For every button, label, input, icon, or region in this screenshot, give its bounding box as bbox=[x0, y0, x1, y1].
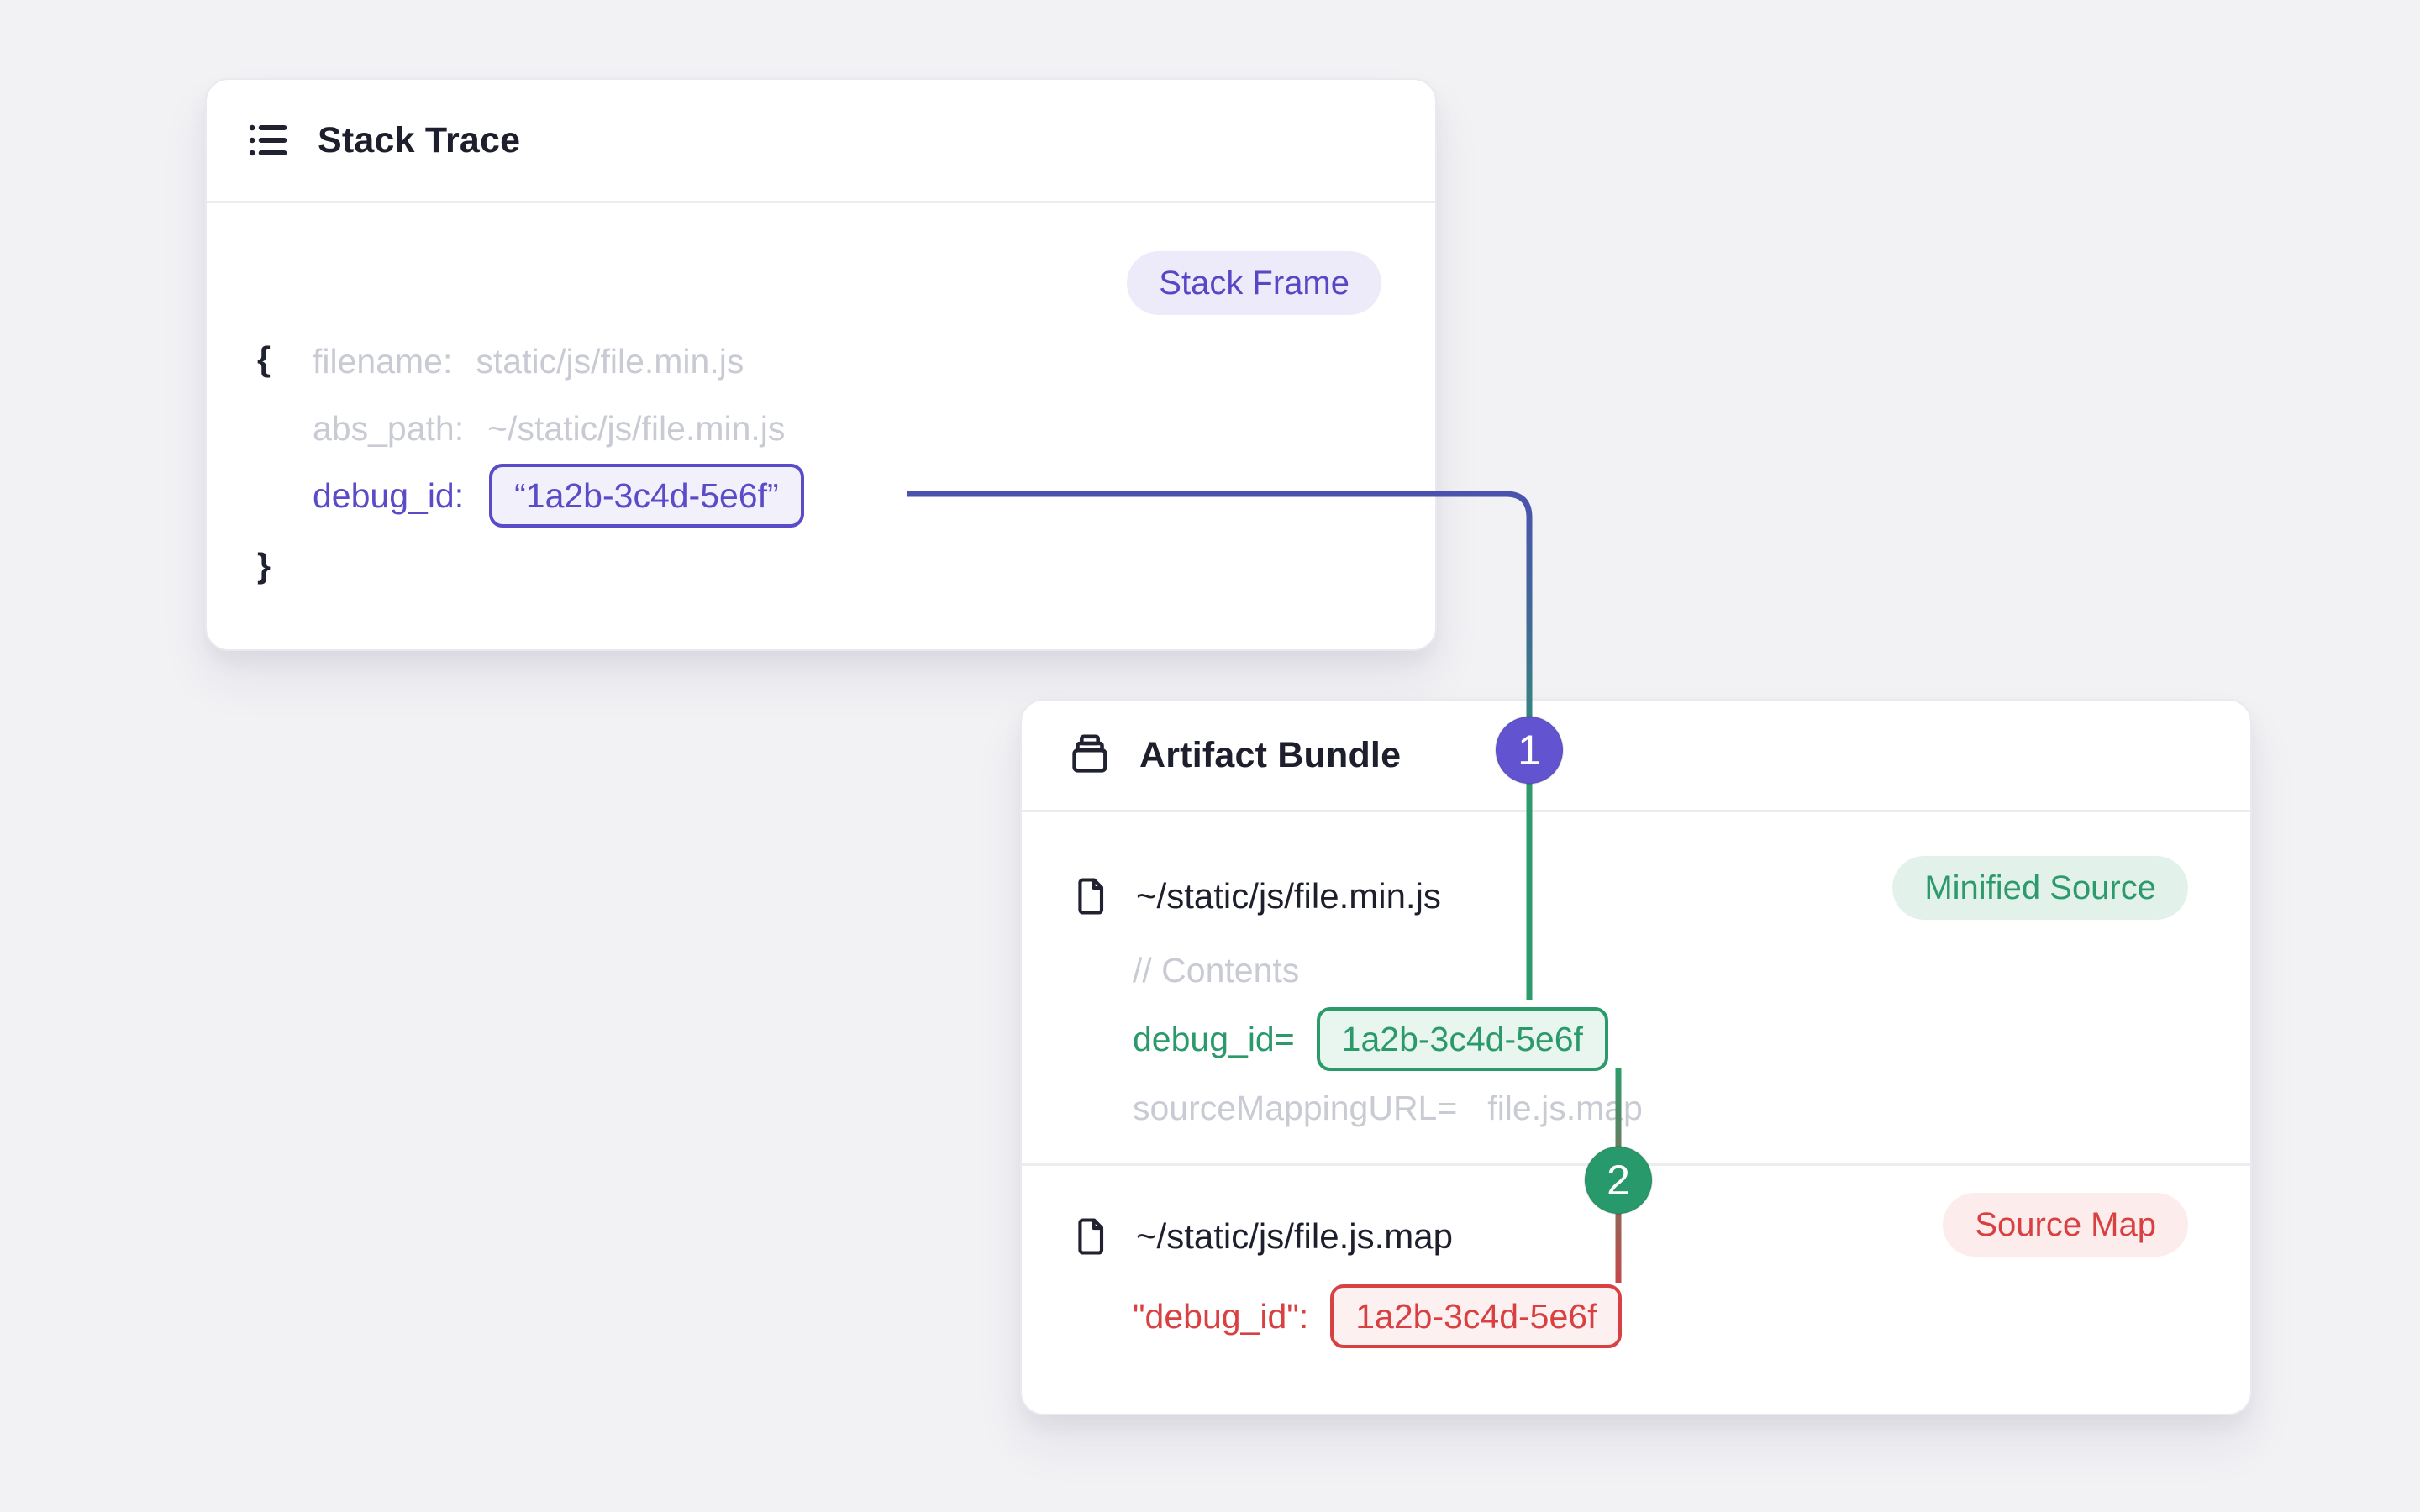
abs-path-value: ~/static/js/file.min.js bbox=[487, 409, 786, 448]
filename-label: filename: bbox=[313, 342, 453, 381]
stack-trace-header: Stack Trace bbox=[207, 80, 1435, 203]
abs-path-label: abs_path: bbox=[313, 409, 465, 448]
source-map-badge: Source Map bbox=[1943, 1193, 2188, 1257]
bundle-debug-id-label: debug_id= bbox=[1133, 1020, 1295, 1058]
archive-icon bbox=[1072, 734, 1107, 773]
bundle-divider bbox=[1022, 1163, 2250, 1166]
minified-source-badge: Minified Source bbox=[1892, 856, 2188, 920]
artifact-bundle-title: Artifact Bundle bbox=[1139, 734, 1402, 775]
debug-id-label: debug_id: bbox=[313, 476, 465, 515]
list-icon bbox=[249, 124, 287, 156]
source-mapping-url-label: sourceMappingURL= bbox=[1133, 1089, 1458, 1127]
json-close-brace: } bbox=[257, 546, 271, 585]
stack-trace-title: Stack Trace bbox=[318, 119, 521, 160]
file-icon bbox=[1078, 878, 1104, 915]
stack-trace-card: Stack Trace Stack Frame { filename: stat… bbox=[205, 78, 1437, 651]
minified-file-name: ~/static/js/file.min.js bbox=[1136, 876, 1441, 916]
abs-path-row: abs_path: ~/static/js/file.min.js bbox=[313, 405, 785, 452]
minified-file-row: ~/static/js/file.min.js bbox=[1069, 873, 1441, 920]
artifact-bundle-header: Artifact Bundle bbox=[1022, 701, 2250, 812]
artifact-bundle-card: Artifact Bundle ~/static/js/file.min.js … bbox=[1020, 699, 2252, 1415]
filename-value: static/js/file.min.js bbox=[476, 342, 744, 381]
source-map-file-row: ~/static/js/file.js.map bbox=[1069, 1213, 1453, 1260]
json-open-brace: { bbox=[257, 339, 271, 378]
bundle-debug-id-value-box: 1a2b-3c4d-5e6f bbox=[1316, 1007, 1608, 1071]
bundle-debug-id-row: debug_id= 1a2b-3c4d-5e6f bbox=[1133, 1005, 1608, 1073]
debug-id-value-box: “1a2b-3c4d-5e6f” bbox=[489, 464, 804, 528]
contents-comment-text: // Contents bbox=[1133, 951, 1300, 990]
file-icon bbox=[1078, 1218, 1104, 1255]
debug-id-row: debug_id: “1a2b-3c4d-5e6f” bbox=[313, 462, 804, 529]
source-mapping-url-value: file.js.map bbox=[1487, 1089, 1643, 1127]
sourcemap-debug-id-label: "debug_id": bbox=[1133, 1297, 1309, 1336]
stack-frame-badge: Stack Frame bbox=[1127, 251, 1381, 315]
filename-row: filename: static/js/file.min.js bbox=[313, 338, 744, 385]
sourcemap-debug-id-row: "debug_id": 1a2b-3c4d-5e6f bbox=[1133, 1283, 1623, 1350]
source-mapping-url-row: sourceMappingURL= file.js.map bbox=[1133, 1084, 1643, 1131]
source-map-file-name: ~/static/js/file.js.map bbox=[1136, 1216, 1453, 1256]
sourcemap-debug-id-value-box: 1a2b-3c4d-5e6f bbox=[1330, 1284, 1623, 1348]
contents-comment: // Contents bbox=[1133, 947, 1299, 994]
